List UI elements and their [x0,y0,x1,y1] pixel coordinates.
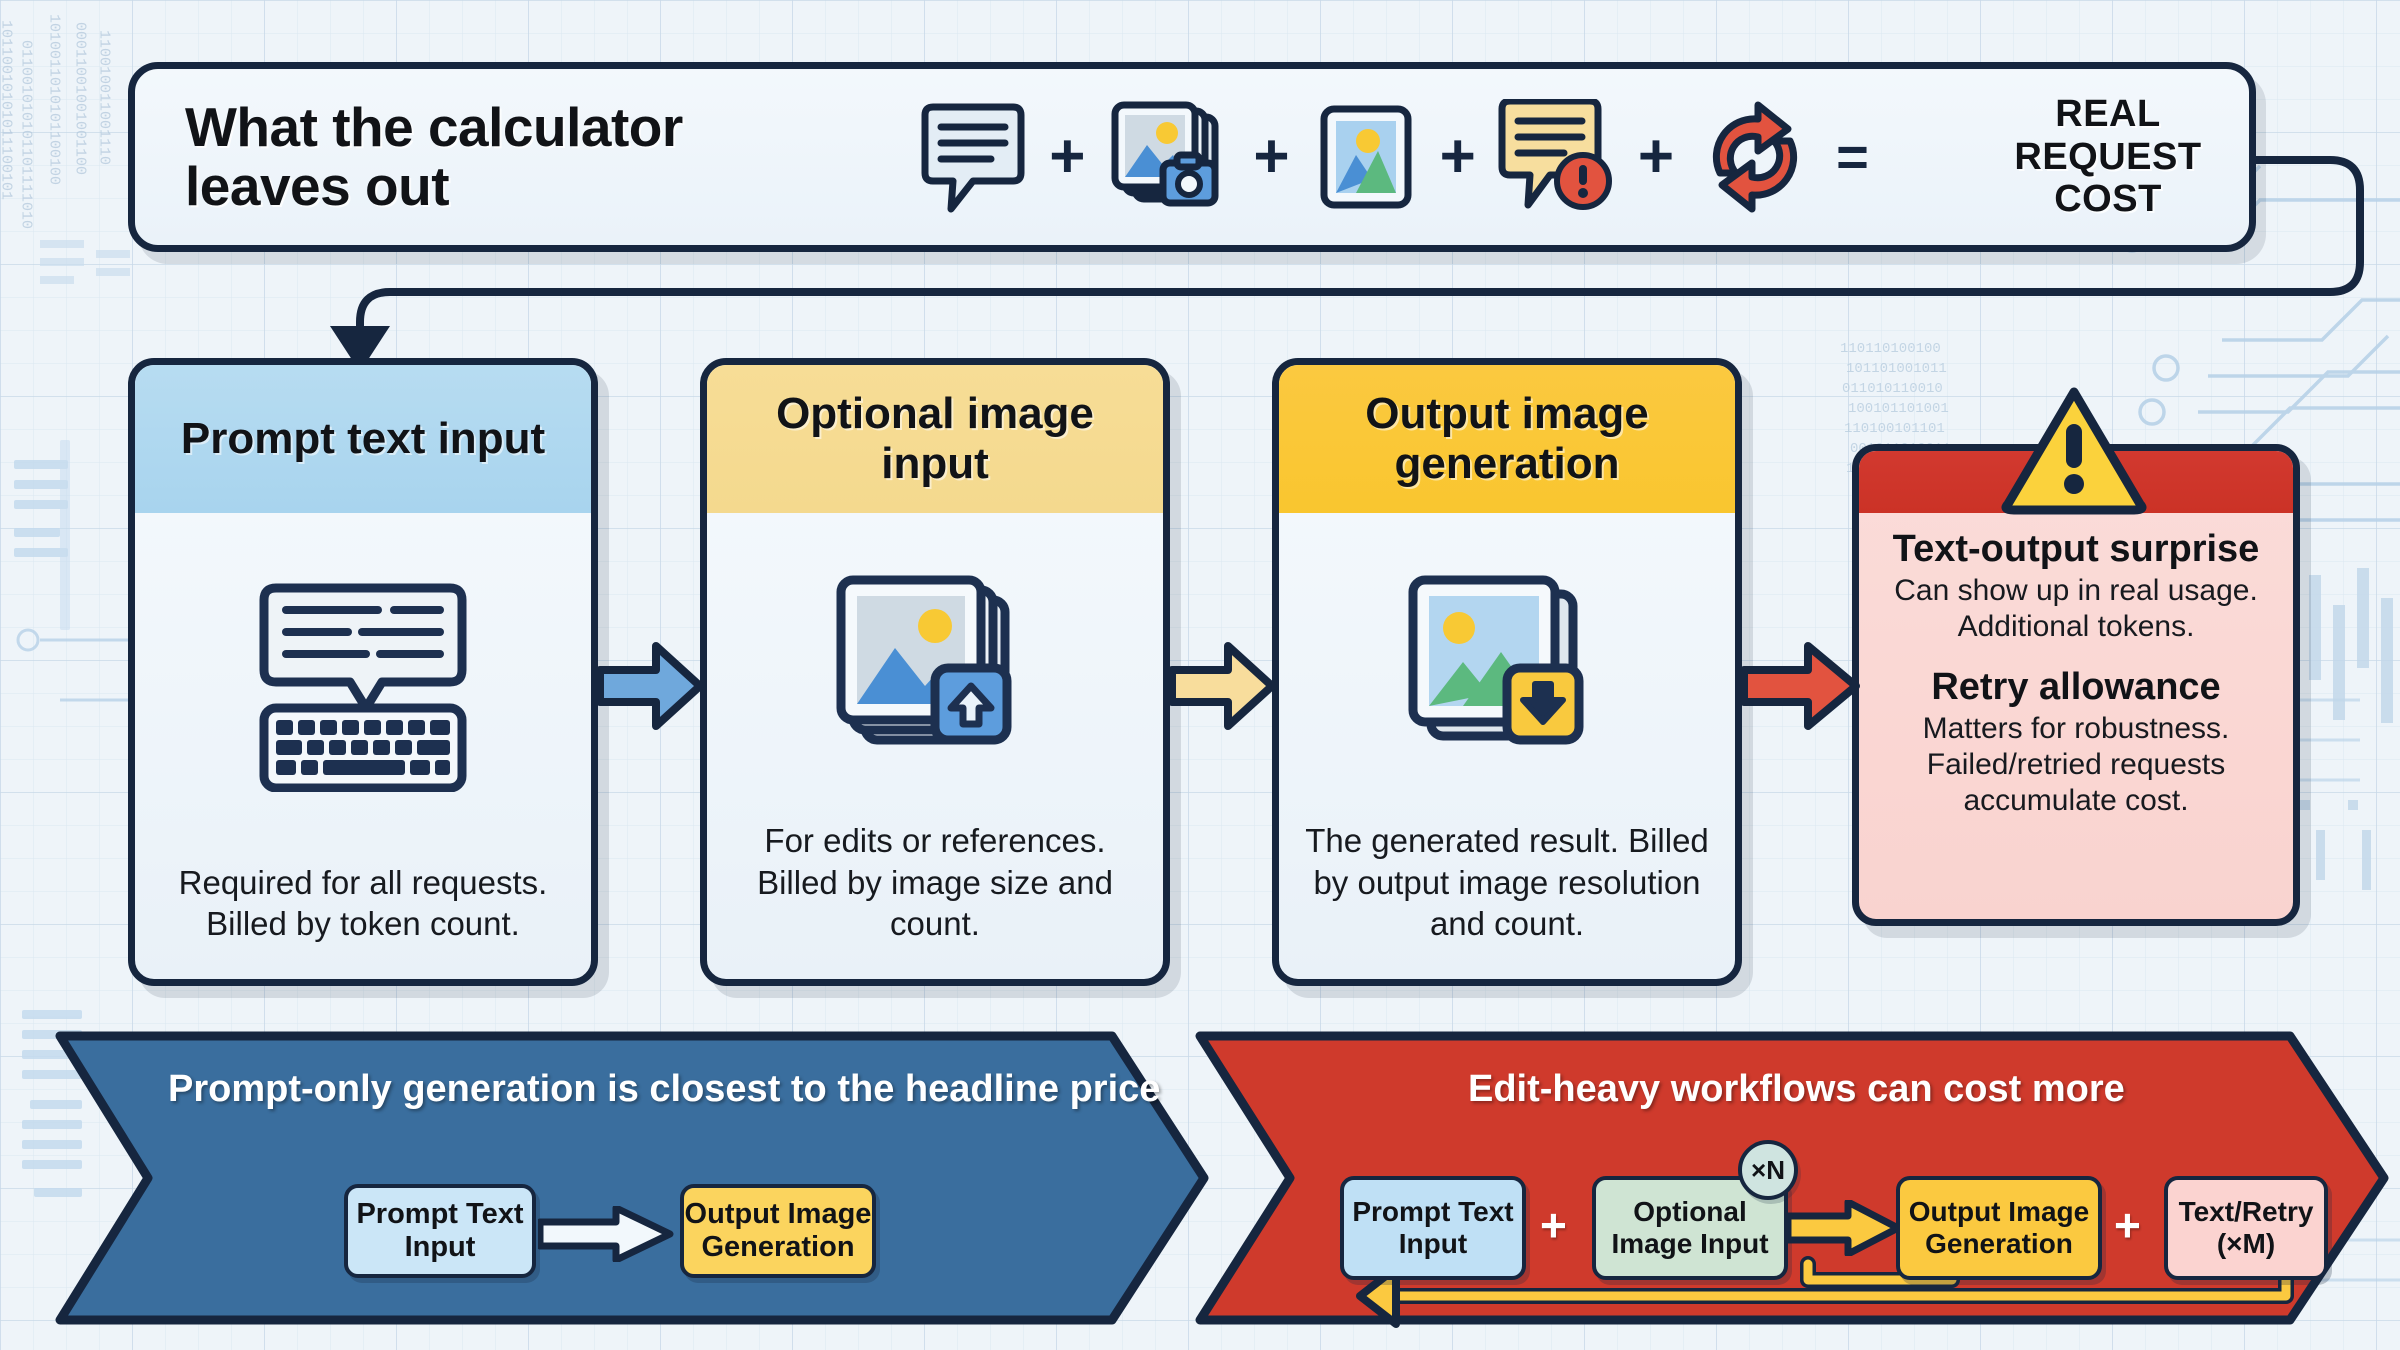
warn-section-2-line-2: Failed/retried requests [1926,747,2226,781]
chip-output-image-generation-red[interactable]: Output Image Generation [1896,1176,2102,1280]
svg-text:110100101101: 110100101101 [1844,421,1945,437]
plus-operator-4: + [1637,122,1675,191]
warn-section-2-line-1: Matters for robustness. [1922,711,2230,745]
card-3-description: The generated result. Billed by output i… [1305,822,1709,943]
svg-text:101101001011: 101101001011 [1846,361,1947,377]
warn-section-2-line-3: accumulate cost. [1963,783,2189,817]
svg-text:00011001001001100: 00011001001001100 [72,22,89,175]
svg-text:1010011010101100100: 1010011010101100100 [46,14,63,185]
card-2-title: Optional image input [707,365,1163,513]
edit-heavy-banner-label: Edit-heavy workflows can cost more [1468,1068,2125,1110]
svg-text:110010011001110: 110010011001110 [96,30,113,165]
chat-keyboard-icon [135,513,591,862]
card-2-description: For edits or references. Billed by image… [757,822,1113,943]
card-optional-image-input[interactable]: Optional image input For edits or refere… [700,358,1170,986]
real-request-cost-label: REAL REQUEST COST [2014,93,2202,221]
card-3-title: Output image generation [1279,365,1735,513]
plus-operator-2: + [1253,122,1290,191]
arrow-card1-to-card2 [598,642,704,730]
warn-spacer [1879,645,2273,667]
header-bar: What the calculator leaves out + [128,62,2256,252]
card-prompt-text-input[interactable]: Prompt text input [128,358,598,986]
prompt-only-banner-label: Prompt-only generation is closest to the… [168,1068,1161,1110]
retry-loop-icon [1713,101,1798,213]
svg-text:100101101001: 100101101001 [1848,401,1949,417]
arrow-prompt-to-output [538,1206,674,1262]
chip-output-image-generation-blue[interactable]: Output Image Generation [680,1184,876,1278]
card-hidden-costs-warning[interactable]: Text-output surprise Can show up in real… [1852,444,2300,926]
svg-text:011001010101101111010: 011001010101101111010 [18,40,35,229]
warning-card-body: Text-output surprise Can show up in real… [1859,513,2293,919]
svg-text:110110100100: 110110100100 [1840,341,1941,357]
warn-section-1-title: Text-output surprise [1892,528,2260,570]
plus-operator-red-2: + [2114,1199,2141,1251]
plus-operator-3: + [1439,122,1476,191]
card-1-title: Prompt text input [135,365,591,513]
arrow-card2-to-card3 [1170,642,1276,730]
page-title: What the calculator leaves out [185,95,683,217]
card-1-description: Required for all requests. Billed by tok… [178,863,548,943]
image-output-icon [1320,105,1412,209]
chip-prompt-text-input-blue[interactable]: Prompt Text Input [344,1184,536,1278]
image-upload-stack-icon [707,513,1163,820]
chat-bubble-alert-icon [1498,99,1612,210]
header-to-card-connector [330,156,2364,372]
warn-section-2-title: Retry allowance [1931,665,2221,708]
plus-operator-1: + [1049,122,1086,191]
chip-prompt-text-input-red[interactable]: Prompt Text Input [1340,1176,1526,1280]
chat-bubble-icon [921,103,1025,213]
cost-equation: + + [785,99,2003,215]
warning-triangle-icon [2001,387,2147,515]
card-output-image-generation[interactable]: Output image generation The generated re… [1272,358,1742,986]
plus-operator-red-1: + [1540,1199,1567,1251]
arrow-card3-to-warning [1742,642,1860,730]
chip-text-retry-red[interactable]: Text/Retry (×M) [2164,1176,2328,1280]
arrow-optional-to-output-red [1786,1200,1902,1256]
warn-section-1-line-2: Additional tokens. [1957,609,2195,643]
svg-text:011010110010: 011010110010 [1842,381,1943,397]
image-stack-camera-icon [1111,101,1219,207]
svg-text:10110010101011100101: 10110010101011100101 [0,20,15,200]
multiplier-badge-n: ×N [1738,1140,1798,1200]
equals-operator: = [1836,125,1869,188]
warn-section-1-line-1: Can show up in real usage. [1894,573,2258,607]
image-download-stack-icon [1279,513,1735,820]
